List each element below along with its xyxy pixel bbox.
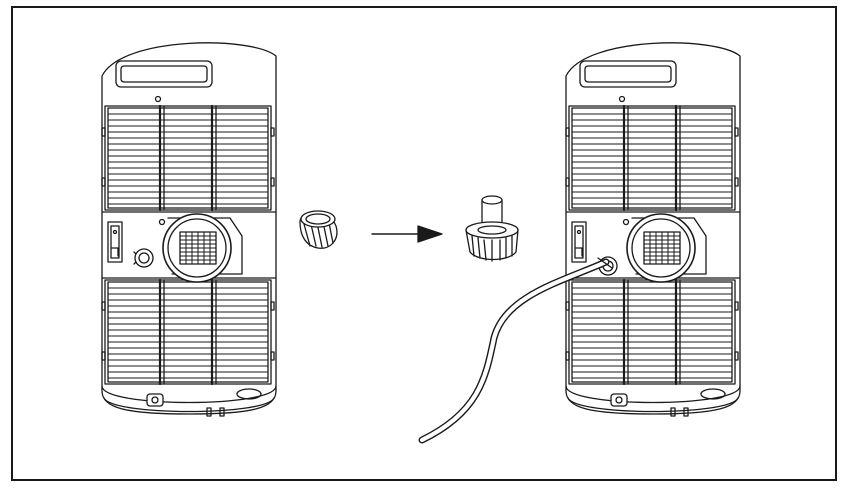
- drain-cap: [299, 210, 338, 249]
- right-arrow: [371, 225, 443, 243]
- hose-connector: [465, 195, 519, 262]
- unit-after: [566, 43, 740, 416]
- drain-port: [133, 248, 154, 268]
- drain-hose: [418, 257, 613, 444]
- unit-before: [102, 43, 276, 416]
